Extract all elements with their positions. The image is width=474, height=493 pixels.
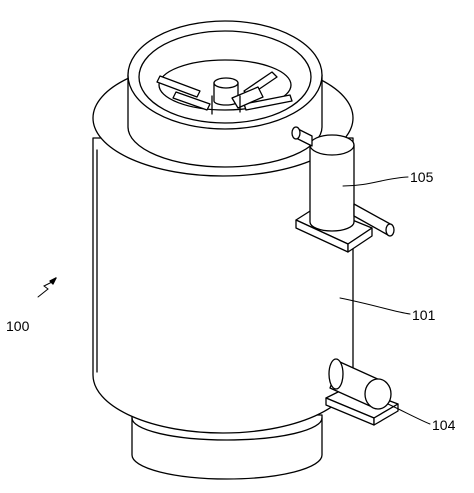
leader-lines: [37, 176, 431, 425]
bottom-base: [131, 414, 323, 480]
motor-assembly: [325, 358, 399, 426]
valve-assembly: [291, 126, 395, 253]
reference-labels: 105 101 104 100: [6, 169, 456, 433]
label-104: 104: [432, 417, 456, 433]
label-101: 101: [412, 307, 436, 323]
stirring-blades: [156, 71, 293, 115]
label-105: 105: [410, 169, 434, 185]
label-100: 100: [6, 318, 30, 334]
